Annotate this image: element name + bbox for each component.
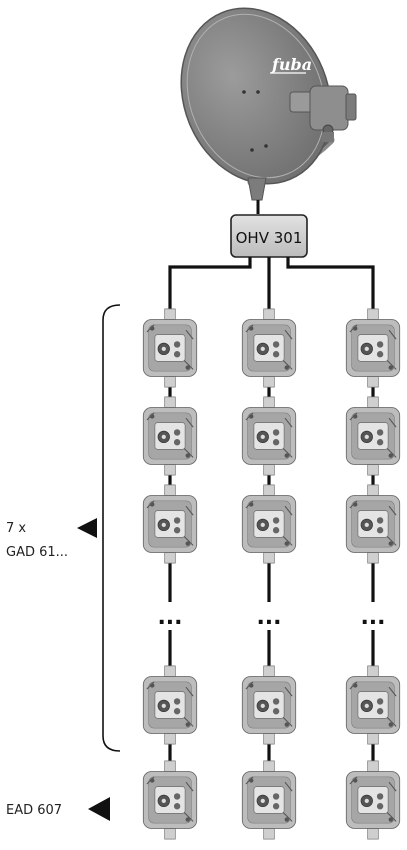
- lnb-icon: [289, 85, 357, 142]
- end-socket-icon: [345, 760, 401, 840]
- wall-socket-icon: [241, 484, 297, 564]
- group-model-label: GAD 61...: [6, 545, 68, 560]
- ellipsis-markers: ... ... ...: [152, 602, 391, 630]
- end-socket-arrow-icon: [88, 797, 110, 821]
- ellipsis-right: ...: [360, 605, 385, 630]
- group-count-label: 7 x: [6, 521, 26, 536]
- amplifier-label: OHV 301: [236, 229, 303, 247]
- wall-socket-icon: [241, 396, 297, 476]
- end-socket-icon: [142, 760, 198, 840]
- ellipsis-middle: ...: [256, 605, 281, 630]
- wall-socket-icon: [142, 308, 198, 388]
- group-bracket: [102, 304, 121, 752]
- amplifier: OHV 301: [230, 214, 308, 258]
- wall-socket-icon: [142, 396, 198, 476]
- ellipsis-left: ...: [157, 605, 182, 630]
- wall-socket-icon: [241, 665, 297, 745]
- socket-grid: [142, 308, 401, 840]
- satellite-dish: fuba: [180, 7, 357, 214]
- group-arrow-icon: [77, 518, 97, 538]
- wall-socket-icon: [345, 396, 401, 476]
- wall-socket-icon: [142, 484, 198, 564]
- dish-reflector: [180, 7, 332, 185]
- wall-socket-icon: [241, 308, 297, 388]
- end-socket-label: EAD 607: [6, 803, 62, 818]
- wall-socket-icon: [345, 484, 401, 564]
- wall-socket-icon: [345, 665, 401, 745]
- dish-brand-logo: fuba: [271, 55, 312, 74]
- end-socket-icon: [241, 760, 297, 840]
- wall-socket-icon: [142, 665, 198, 745]
- wall-socket-icon: [345, 308, 401, 388]
